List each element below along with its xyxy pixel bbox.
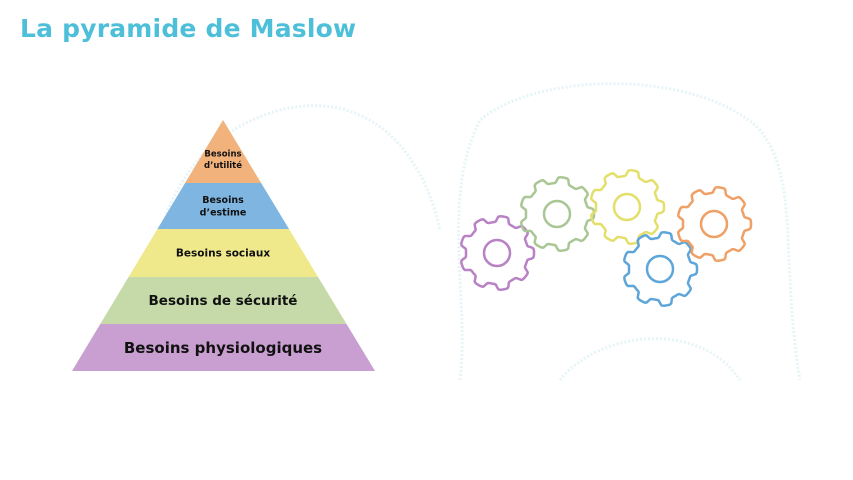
pyramid-level-label: Besoins de sécurité (149, 293, 298, 309)
pyramid-level-label: d’estime (200, 208, 247, 219)
pyramid-level-3 (128, 229, 319, 277)
pyramid-level-label: Besoins physiologiques (124, 339, 322, 357)
pyramid-level-5 (72, 324, 375, 371)
pyramid-level-label: Besoins sociaux (176, 248, 270, 260)
pyramid-level-2 (157, 183, 290, 229)
purple-gear-icon (460, 214, 536, 292)
pyramid-level-4 (100, 277, 347, 324)
pyramid-level-1 (185, 120, 262, 183)
green-gear-icon (520, 175, 596, 253)
slide-title: La pyramide de Maslow (20, 14, 357, 43)
yellow-gear-icon (590, 168, 666, 246)
pyramid-level-label: Besoins (204, 150, 241, 160)
gears-illustration (460, 168, 753, 308)
orange-gear-icon (677, 185, 753, 263)
blue-gear-icon (623, 230, 699, 308)
pyramid-level-label: d’utilité (204, 160, 242, 171)
pyramid-level-label: Besoins (202, 195, 244, 206)
